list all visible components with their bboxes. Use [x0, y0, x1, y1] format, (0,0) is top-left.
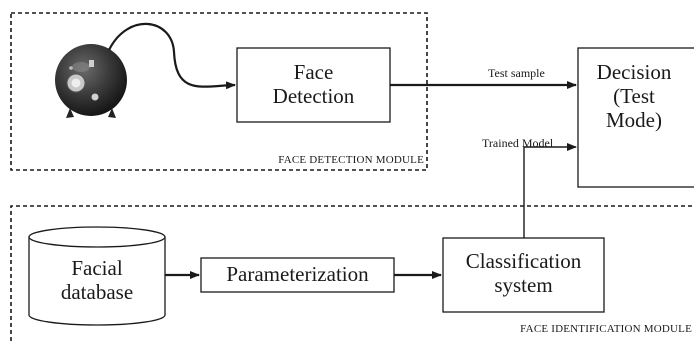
classification-system-label: Classification system — [465, 249, 582, 298]
camera-cable-arrow — [108, 22, 236, 90]
face-detection-label: Face Detection — [272, 60, 355, 109]
parameterization-label: Parameterization — [226, 262, 369, 286]
face-detection-module-label: FACE DETECTION MODULE — [278, 154, 424, 166]
test-sample-label: Test sample — [488, 66, 545, 80]
face-identification-module-label: FACE IDENTIFICATION MODULE — [520, 323, 692, 335]
facial-database-cylinder — [28, 226, 166, 326]
face-detection-module-boundary — [10, 12, 428, 171]
trained-model-arrow — [523, 143, 577, 238]
webcam-sphere-icon — [55, 44, 127, 118]
decision-label: Decision (Test Mode) — [596, 60, 672, 133]
trained-model-label: Trained Model — [482, 136, 554, 150]
decision-box — [577, 47, 694, 188]
facial-database-label: Facial database — [60, 256, 134, 305]
face-identification-module-boundary — [10, 205, 694, 341]
classification-system-box — [442, 237, 605, 313]
